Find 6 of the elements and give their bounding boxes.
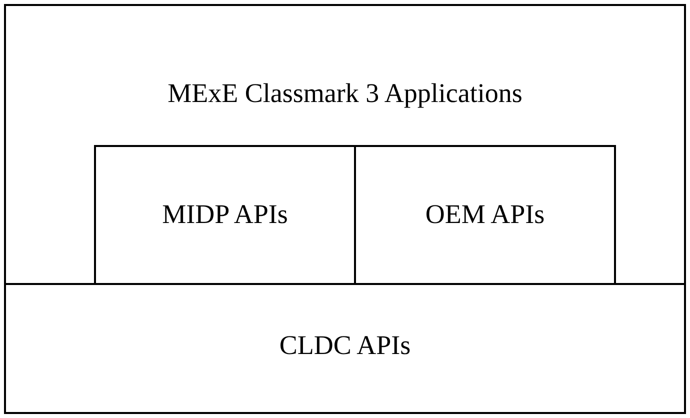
layer-label: CLDC APIs [279, 330, 411, 361]
layer-label: MExE Classmark 3 Applications [168, 78, 522, 109]
layer-box [4, 4, 686, 285]
layer-box [4, 283, 686, 414]
layer-label: OEM APIs [425, 199, 545, 230]
layer-label: MIDP APIs [162, 199, 288, 230]
